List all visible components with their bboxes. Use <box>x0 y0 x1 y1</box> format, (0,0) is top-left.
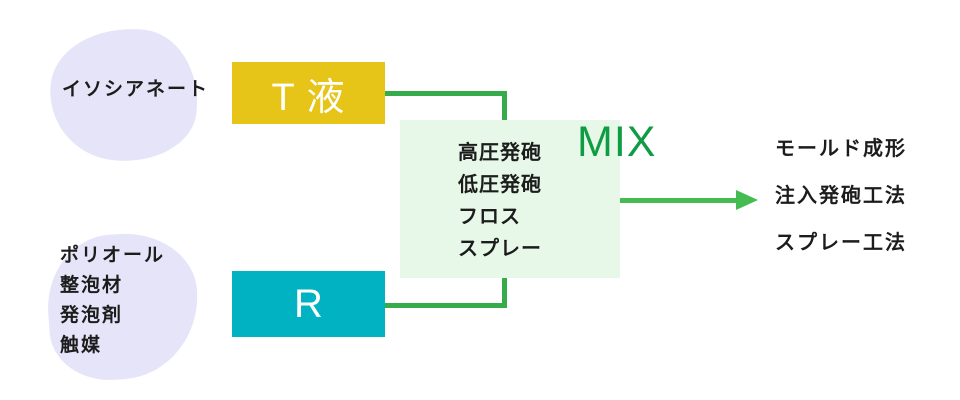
t-connector-horizontal-line <box>385 91 507 96</box>
mix-title: MIX <box>577 118 657 166</box>
r-liquid-box: R <box>232 271 385 337</box>
r-connector-vertical-line <box>502 278 507 308</box>
polyol-ingredient-list: ポリオール 整泡材 発泡剤 触媒 <box>60 241 165 361</box>
blowing-agent-line: 発泡剤 <box>60 305 124 326</box>
r-connector-horizontal-line <box>385 303 507 308</box>
output-spray-method: スプレー工法 <box>775 232 907 254</box>
output-arrow-line <box>620 198 738 203</box>
spray-item: スプレー <box>458 238 542 260</box>
foam-stabilizer-line: 整泡材 <box>60 275 124 296</box>
t-liquid-label: T 液 <box>271 76 346 119</box>
t-connector-vertical-line <box>502 91 507 120</box>
mix-method-list: 高圧発砲 低圧発砲 フロス スプレー <box>458 137 542 265</box>
polyol-line: ポリオール <box>60 245 166 266</box>
froth-item: フロス <box>458 206 521 228</box>
high-pressure-foaming-item: 高圧発砲 <box>458 142 542 164</box>
isocyanate-label: イソシアネート <box>62 79 210 100</box>
catalyst-line: 触媒 <box>60 335 103 356</box>
mix-box <box>400 120 620 278</box>
t-liquid-box: T 液 <box>232 62 385 124</box>
r-liquid-label: R <box>294 281 323 326</box>
arrow-right-icon <box>736 190 758 210</box>
low-pressure-foaming-item: 低圧発砲 <box>458 174 542 196</box>
output-injection-foaming: 注入発砲工法 <box>775 185 907 207</box>
output-mold-forming: モールド成形 <box>775 138 907 160</box>
